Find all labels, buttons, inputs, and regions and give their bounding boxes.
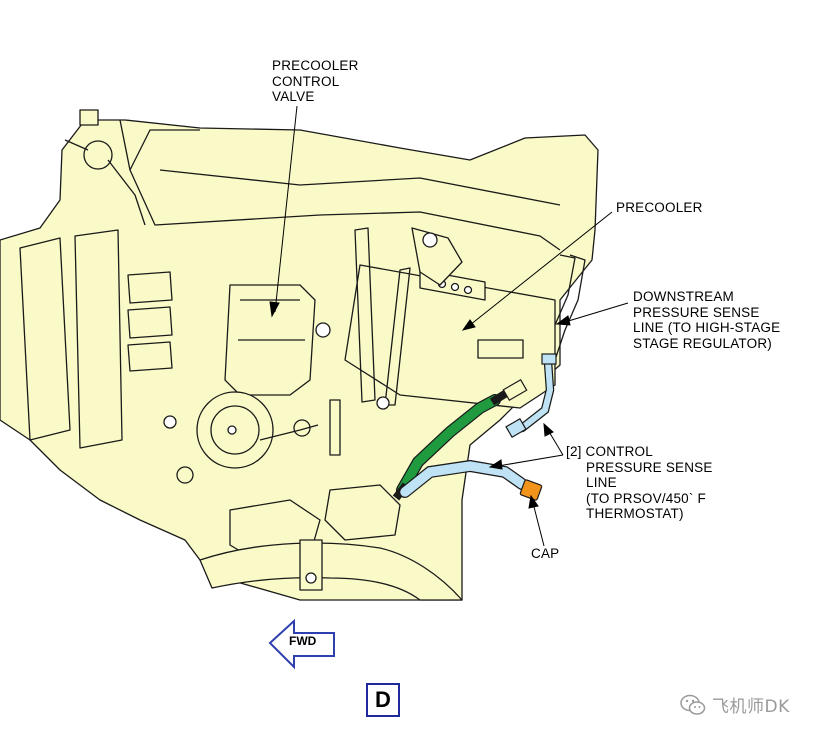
- wechat-icon: [680, 694, 706, 715]
- label-line: PRECOOLER: [272, 58, 359, 73]
- label-precooler-control-valve: PRECOOLER CONTROL VALVE: [272, 58, 359, 105]
- blue-downstream-line: [505, 353, 557, 439]
- cap-fitting: [519, 479, 543, 501]
- label-line: STAGE REGULATOR): [633, 335, 772, 351]
- watermark-text: 飞机师DK: [712, 697, 790, 717]
- label-precooler: PRECOOLER: [616, 200, 703, 216]
- label-line: PRECOOLER: [616, 200, 703, 215]
- watermark: 飞机师DK: [680, 692, 790, 717]
- label-line: (TO PRSOV/450` F: [586, 490, 706, 506]
- leader-lines: [269, 105, 629, 547]
- label-line: DOWNSTREAM: [633, 289, 734, 304]
- label-line: LINE: [586, 475, 617, 490]
- label-line: VALVE: [272, 89, 315, 104]
- fwd-arrow: [268, 618, 335, 670]
- blue-control-line: [399, 459, 528, 498]
- label-line: PRESSURE SENSE: [633, 304, 760, 320]
- fwd-label: FWD: [289, 634, 317, 648]
- engine-body: [0, 109, 599, 601]
- view-label-box: D: [366, 683, 400, 717]
- label-line: LINE (TO HIGH-STAGE: [633, 320, 781, 335]
- view-label: D: [375, 687, 391, 712]
- label-line: PRESSURE SENSE: [586, 459, 713, 475]
- label-control-pressure-sense-line: [2] CONTROL PRESSURE SENSE LINE (TO PRSO…: [566, 444, 713, 522]
- label-cap: CAP: [531, 546, 559, 562]
- label-line: CAP: [531, 546, 560, 561]
- label-line: [2] CONTROL: [566, 444, 653, 459]
- precooler-block: [344, 264, 556, 409]
- label-downstream-pressure-sense-line: DOWNSTREAM PRESSURE SENSE LINE (TO HIGH-…: [633, 289, 780, 351]
- left-fins: [19, 229, 173, 449]
- label-line: THERMOSTAT): [586, 506, 684, 521]
- label-line: CONTROL: [272, 73, 340, 89]
